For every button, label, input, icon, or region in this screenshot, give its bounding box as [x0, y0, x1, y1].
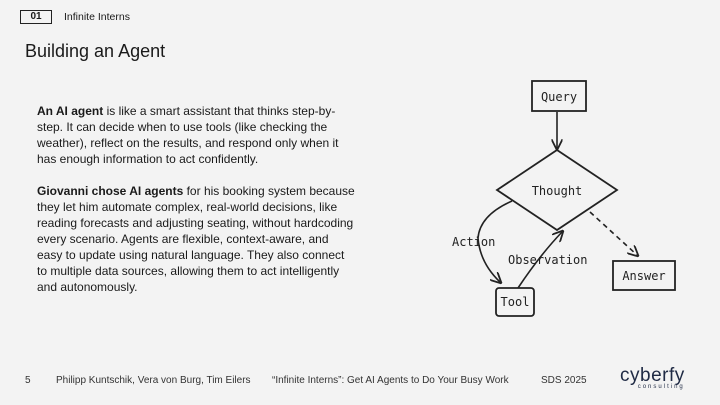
footer-talk-title: “Infinite Interns”: Get AI Agents to Do … [272, 375, 509, 386]
footer: 5 Philipp Kuntschik, Vera von Burg, Tim … [0, 372, 720, 392]
tool-label: Tool [501, 295, 530, 309]
action-arrow [477, 200, 513, 282]
query-label: Query [541, 90, 577, 104]
body-text: An AI agent is like a smart assistant th… [37, 103, 357, 311]
answer-node: Answer [612, 260, 676, 291]
footer-conference: SDS 2025 [541, 375, 587, 386]
logo-subtitle: consulting [637, 384, 685, 390]
section-number: 01 [20, 10, 52, 24]
paragraph-giovanni: Giovanni chose AI agents for his booking… [37, 183, 357, 295]
page-title: Building an Agent [25, 41, 166, 61]
paragraph-lead: Giovanni chose AI agents [37, 184, 184, 198]
action-label: Action [452, 235, 495, 249]
paragraph-ai-agent: An AI agent is like a smart assistant th… [37, 103, 357, 167]
section-name: Infinite Interns [64, 11, 130, 23]
agent-flow-diagram: Query Thought Answer Action Observation … [452, 80, 676, 317]
footer-authors: Philipp Kuntschik, Vera von Burg, Tim Ei… [56, 375, 251, 386]
thought-label: Thought [532, 184, 583, 198]
answer-label: Answer [622, 269, 665, 283]
cyberfy-logo: cyberfy consulting [620, 365, 685, 391]
thought-node: Thought [495, 148, 619, 232]
observation-label: Observation [508, 253, 587, 267]
paragraph-body: is like a smart assistant that thinks st… [37, 104, 339, 166]
thought-to-answer-arrow [589, 211, 637, 255]
page-number: 5 [25, 375, 31, 386]
section-header: 01 Infinite Interns [20, 10, 130, 24]
paragraph-body: for his booking system because they let … [37, 184, 355, 294]
query-node: Query [531, 80, 587, 112]
tool-node: Tool [495, 287, 535, 317]
paragraph-lead: An AI agent [37, 104, 104, 118]
logo-wordmark: cyberfy [620, 365, 685, 386]
observation-arrow [517, 232, 562, 289]
